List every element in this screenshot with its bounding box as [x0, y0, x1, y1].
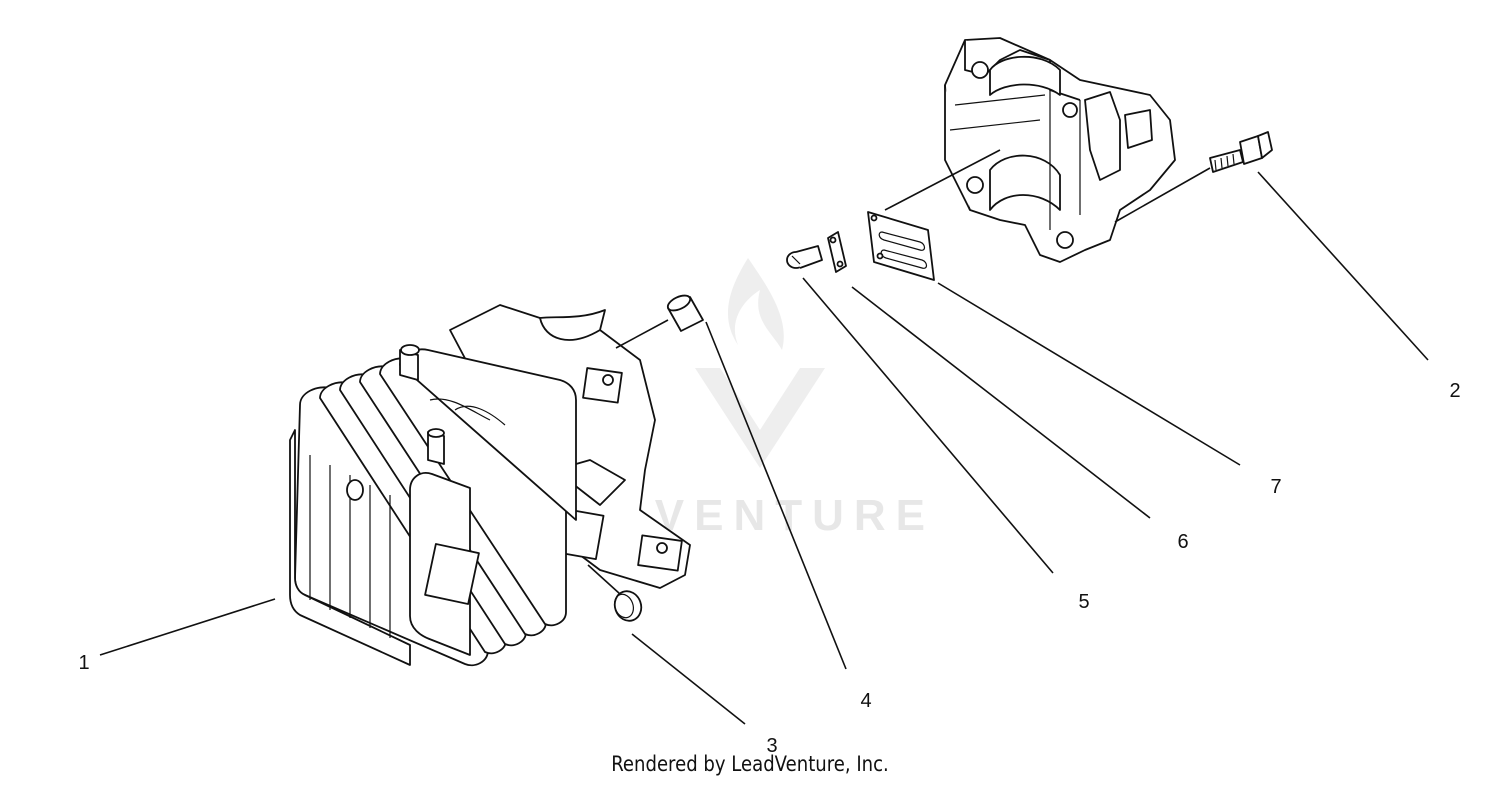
crankcase-part — [944, 37, 1176, 263]
plug-part — [613, 590, 643, 622]
callout-6: 6 — [1177, 531, 1188, 553]
leader-lines — [99, 171, 1429, 725]
clip-part — [827, 231, 847, 273]
callout-1: 1 — [78, 652, 89, 674]
callout-3: 3 — [766, 735, 777, 757]
callout-5: 5 — [1078, 591, 1089, 613]
render-credit: Rendered by LeadVenture, Inc. — [611, 752, 889, 776]
pin-part — [666, 294, 704, 332]
cooling-fins — [289, 344, 577, 667]
alignment-lines — [587, 149, 1211, 595]
gasket-part — [867, 211, 935, 281]
screw-part — [1209, 131, 1273, 173]
cylinder-part — [289, 304, 691, 667]
callout-4: 4 — [860, 690, 871, 712]
callout-labels: 1 2 3 4 5 6 7 — [78, 380, 1460, 757]
callout-2: 2 — [1449, 380, 1460, 402]
callout-7: 7 — [1270, 476, 1281, 498]
screw-small-part — [786, 245, 823, 269]
